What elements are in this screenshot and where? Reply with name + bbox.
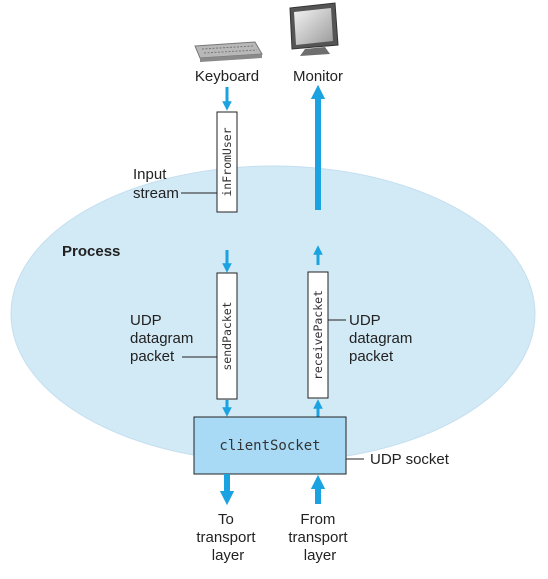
monitor-label: Monitor xyxy=(293,68,343,85)
client-socket-label: clientSocket xyxy=(219,438,320,454)
udp-socket-label: UDP socket xyxy=(370,451,450,468)
monitor-icon xyxy=(289,2,339,56)
keyboard-icon xyxy=(194,41,263,62)
in-from-user-label: inFromUser xyxy=(220,127,234,196)
left-packet-label: UDP datagram packet xyxy=(130,312,198,365)
in-from-user-box xyxy=(216,111,238,213)
from-transport-label: From transport layer xyxy=(288,511,351,564)
send-packet-box xyxy=(216,272,238,400)
receive-packet-label: receivePacket xyxy=(311,290,325,380)
to-transport-label: To transport layer xyxy=(196,511,259,564)
input-stream-label: Input stream xyxy=(133,166,179,202)
process-label: Process xyxy=(62,243,120,260)
receive-packet-box xyxy=(307,271,329,399)
right-packet-label: UDP datagram packet xyxy=(349,312,417,365)
client-socket-box xyxy=(193,416,347,475)
send-packet-label: sendPacket xyxy=(220,301,234,370)
keyboard-label: Keyboard xyxy=(195,68,259,85)
